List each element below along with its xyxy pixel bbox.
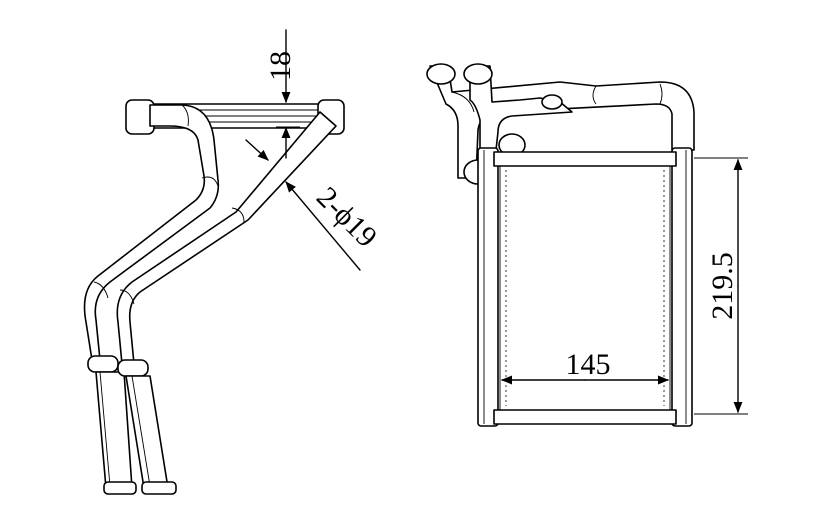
front-view: 145 219.5	[426, 63, 748, 427]
dimension-pipe-diameter: 2-ϕ19	[245, 139, 383, 271]
dim-219-5-label: 219.5	[706, 252, 739, 320]
outlet-pipe	[116, 111, 337, 495]
dimension-219-5: 219.5	[694, 157, 748, 415]
top-pipes	[426, 63, 695, 185]
dimension-18: 18	[264, 29, 300, 159]
inlet-pipe	[83, 104, 220, 495]
side-view: 18 2-ϕ19	[83, 29, 383, 495]
dim-pipe-label: 2-ϕ19	[310, 181, 383, 254]
dimension-145: 145	[500, 348, 670, 385]
dim-18-label: 18	[264, 51, 297, 81]
dim-145-label: 145	[566, 348, 611, 381]
core-body	[477, 147, 693, 427]
